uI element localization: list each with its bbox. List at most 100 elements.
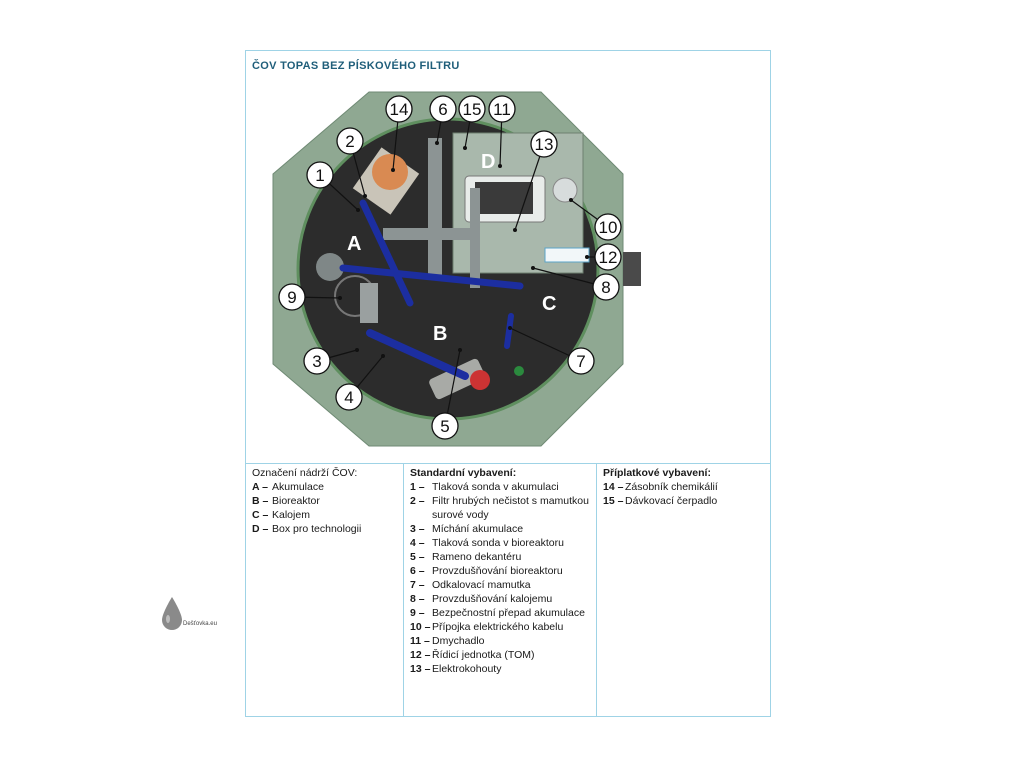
callout-circle [306, 161, 334, 189]
page-title: ČOV TOPAS BEZ PÍSKOVÉHO FILTRU [252, 60, 460, 72]
overflow-body [360, 283, 378, 323]
overflow-pipe [316, 253, 344, 281]
legend-standard-item: 5 – Rameno dekantéru [410, 550, 592, 564]
legend-optional-item: 15 –Dávkovací čerpadlo [603, 494, 767, 508]
legend-standard-value: Přípojka elektrického kabelu [432, 621, 564, 633]
legend-standard-value: Filtr hrubých nečistot s mamutkou surové… [432, 495, 589, 521]
aeration-pipe [428, 138, 442, 278]
callout-dot [458, 348, 462, 352]
callout-dot [531, 266, 535, 270]
callout-9: 9 [278, 283, 342, 311]
callout-circle [303, 347, 331, 375]
control-unit [544, 247, 590, 263]
legend-tanks-item: C –Kalojem [252, 508, 400, 522]
callout-circle [594, 213, 622, 241]
callout-circle [458, 95, 486, 123]
callout-11: 11 [488, 95, 516, 168]
callout-number: 5 [440, 417, 449, 436]
callout-dot [498, 164, 502, 168]
legend-standard-item: 12 –Řídicí jednotka (TOM) [410, 648, 592, 662]
callout-number: 11 [493, 100, 511, 119]
legend-optional-heading: Příplatkové vybavení: [603, 467, 711, 479]
legend-standard-item: 10 –Přípojka elektrického kabelu [410, 620, 592, 634]
legend-standard-item: 1 – Tlaková sonda v akumulaci [410, 480, 592, 494]
legend-standard-key: 13 – [410, 663, 431, 675]
decanter-arm [429, 358, 485, 400]
legend-standard-key: 3 – [410, 523, 425, 535]
legend-optional-value: Dávkovací čerpadlo [625, 495, 718, 507]
callout-circle [530, 130, 558, 158]
zone-label-d: D [481, 151, 495, 173]
callout-8: 8 [531, 266, 620, 301]
legend-standard-item: 11 –Dmychadlo [410, 634, 592, 648]
legend-standard-item: 6 – Provzdušňování bioreaktoru [410, 564, 592, 578]
callout-dot [508, 326, 512, 330]
legend-standard-value: Bezpečnostní přepad akumulace [432, 607, 585, 619]
legend-standard-key: 7 – [410, 579, 425, 591]
fitting-green [514, 366, 524, 376]
callout-6: 6 [429, 95, 457, 145]
callout-dot [391, 168, 395, 172]
legend-tanks-item: B –Bioreaktor [252, 494, 400, 508]
table-divider [245, 463, 771, 464]
legend-standard-value: Odkalovací mamutka [432, 579, 531, 591]
callout-dot [435, 141, 439, 145]
callout-3: 3 [303, 347, 359, 375]
callout-circle [567, 347, 595, 375]
legend-tanks-item: A –Akumulace [252, 480, 400, 494]
legend-standard-key: 12 – [410, 649, 431, 661]
callout-circle [431, 412, 459, 440]
callout-dot [569, 198, 573, 202]
legend-tanks-value: Bioreaktor [272, 495, 320, 507]
legend-tanks-value: Box pro technologii [272, 523, 362, 535]
legend-standard-item: 3 – Míchání akumulace [410, 522, 592, 536]
callout-number: 4 [344, 388, 353, 407]
callout-number: 8 [601, 278, 610, 297]
legend-standard-value: Tlaková sonda v bioreaktoru [432, 537, 564, 549]
callout-number: 15 [463, 100, 482, 119]
legend-tanks-key: A – [252, 481, 268, 493]
hose-2 [339, 264, 524, 290]
legend-standard-item: 9 –Bezpečnostní přepad akumulace [410, 606, 592, 620]
legend-standard-key: 6 – [410, 565, 425, 577]
callout-dot [381, 354, 385, 358]
legend-standard-value: Provzdušňování bioreaktoru [432, 565, 563, 577]
callout-number: 3 [312, 352, 321, 371]
callout-circle [594, 243, 622, 271]
legend-tanks-item: D –Box pro technologii [252, 522, 400, 536]
callout-circle [592, 273, 620, 301]
callout-number: 7 [576, 352, 585, 371]
logo-text: Dešťovka.eu [183, 621, 217, 627]
column-divider-2 [596, 463, 597, 717]
column-divider-1 [403, 463, 404, 717]
legend-standard-key: 2 – [410, 495, 425, 507]
legend-standard-item: 2 – Filtr hrubých nečistot s mamutkou sur… [410, 494, 592, 522]
callout-circle [278, 283, 306, 311]
hose-3 [366, 329, 469, 380]
legend-standard-value: Elektrokohouty [432, 663, 502, 675]
callout-leader [514, 143, 545, 231]
decanter-pump [470, 370, 490, 390]
callout-13: 13 [513, 130, 558, 232]
callout-number: 13 [535, 135, 554, 154]
legend-standard-key: 1 – [410, 481, 425, 493]
callout-dot [338, 296, 342, 300]
horizontal-pipe [383, 228, 478, 240]
legend-standard-value: Míchání akumulace [432, 523, 524, 535]
callout-1: 1 [306, 161, 360, 212]
callout-circle [335, 383, 363, 411]
callout-number: 1 [315, 166, 324, 185]
callout-circle [336, 127, 364, 155]
inlet-pipe [623, 252, 641, 286]
legend-standard-key: 5 – [410, 551, 425, 563]
callout-number: 9 [287, 288, 296, 307]
hose-4 [504, 313, 514, 349]
legend-standard-value: Rameno dekantéru [432, 551, 522, 563]
callout-number: 12 [599, 248, 618, 267]
legend-tanks-key: B – [252, 495, 269, 507]
legend-standard-value: Tlaková sonda v akumulaci [432, 481, 559, 493]
legend-tanks-value: Kalojem [272, 509, 310, 521]
callout-number: 14 [390, 100, 409, 119]
